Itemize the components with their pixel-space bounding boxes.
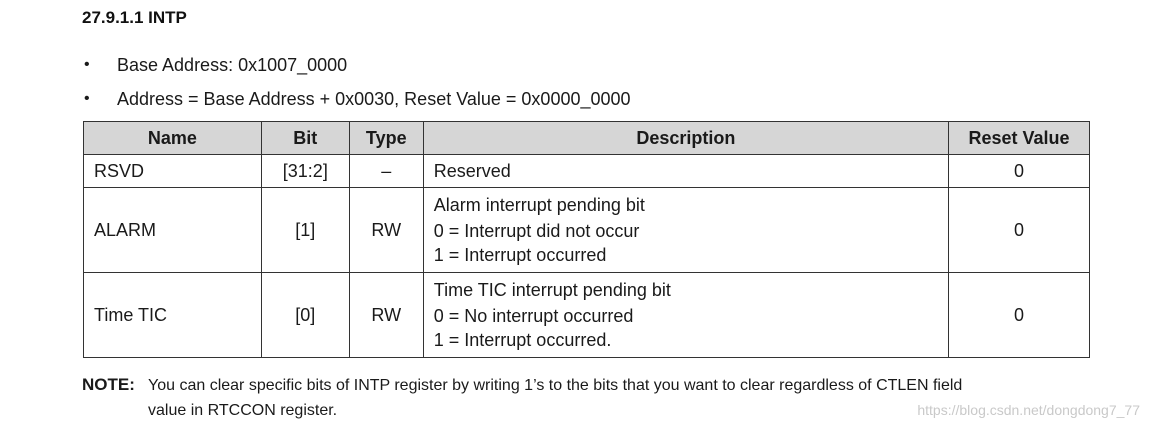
cell-name: Time TIC	[83, 272, 262, 358]
cell-type: RW	[348, 272, 424, 358]
cell-description: Alarm interrupt pending bit 0 = Interrup…	[422, 187, 950, 273]
cell-description: Reserved	[422, 154, 950, 188]
address-reset-text: Address = Base Address + 0x0030, Reset V…	[117, 89, 631, 109]
cell-type: –	[348, 154, 424, 188]
description-line: 1 = Interrupt occurred.	[433, 330, 612, 350]
cell-description: Time TIC interrupt pending bit 0 = No in…	[422, 272, 950, 358]
cell-reset-value: 0	[948, 187, 1090, 273]
table-row: ALARM [1] RW Alarm interrupt pending bit…	[83, 187, 1090, 273]
note-label: NOTE:	[82, 375, 135, 394]
description-line: Alarm interrupt pending bit	[433, 195, 645, 215]
cell-type: RW	[348, 187, 424, 273]
table-row: Time TIC [0] RW Time TIC interrupt pendi…	[83, 272, 1090, 358]
cell-name: ALARM	[83, 187, 262, 273]
list-item: • Base Address: 0x1007_0000	[82, 52, 631, 86]
description-line: 0 = No interrupt occurred	[433, 306, 634, 326]
note-block: NOTE: You can clear specific bits of INTP…	[82, 372, 1082, 423]
base-address-text: Base Address: 0x1007_0000	[117, 55, 348, 75]
register-info-list: • Base Address: 0x1007_0000 • Address = …	[82, 52, 631, 120]
table-row: RSVD [31:2] – Reserved 0	[83, 154, 1090, 188]
description-line: Reserved	[433, 161, 511, 181]
section-heading: 27.9.1.1 INTP	[82, 8, 187, 27]
register-table: Name Bit Type Description Reset Value RS…	[83, 121, 1090, 358]
cell-name: RSVD	[83, 154, 262, 188]
header-description: Description	[422, 121, 950, 155]
list-item: • Address = Base Address + 0x0030, Reset…	[82, 86, 631, 120]
description-line: 0 = Interrupt did not occur	[433, 221, 640, 241]
header-name: Name	[83, 121, 262, 155]
cell-bit: [1]	[260, 187, 350, 273]
note-text-continued: value in RTCCON register.	[148, 402, 338, 419]
header-type: Type	[348, 121, 424, 155]
description-line: Time TIC interrupt pending bit	[433, 280, 671, 300]
table-header-row: Name Bit Type Description Reset Value	[83, 121, 1090, 155]
cell-reset-value: 0	[948, 154, 1090, 188]
note-line: NOTE: You can clear specific bits of INTP…	[82, 372, 1082, 398]
header-bit: Bit	[260, 121, 350, 155]
header-reset-value: Reset Value	[948, 121, 1090, 155]
note-text: You can clear specific bits of INTP regi…	[148, 377, 963, 394]
watermark-text: https://blog.csdn.net/dongdong7_77	[917, 402, 1140, 418]
bullet-icon: •	[84, 56, 90, 73]
description-line: 1 = Interrupt occurred	[433, 245, 607, 265]
cell-reset-value: 0	[948, 272, 1090, 358]
cell-bit: [0]	[260, 272, 350, 358]
bullet-icon: •	[84, 90, 90, 107]
cell-bit: [31:2]	[260, 154, 350, 188]
